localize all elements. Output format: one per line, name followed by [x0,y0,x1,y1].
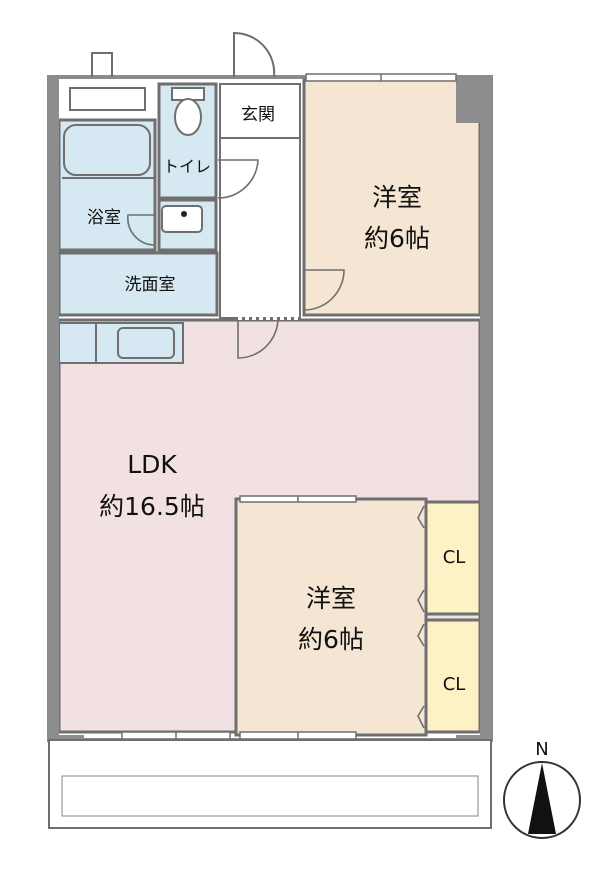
room1-door-swing [303,269,345,311]
western-room-1-floor [302,78,482,317]
toilet-label: トイレ [163,157,211,176]
washbasin [161,205,203,233]
toilet-door-swing [217,159,259,199]
compass-needle-icon [528,763,556,834]
ldk-door-swing [237,317,279,359]
window-bottom-ldk [121,731,231,740]
bathroom-label: 浴室 [87,208,121,228]
closet-1-door-top [417,505,425,529]
toilet-bowl [174,98,202,136]
western-room-1-name: 洋室 [372,183,422,212]
closet-2-door-top [417,623,425,647]
ldk-name: LDK [127,450,177,479]
bathtub [63,124,151,176]
hallway-floor [219,137,301,319]
window-bottom-room2 [239,731,357,740]
closet-2-label: CL [443,674,466,695]
service-shelf [69,87,146,111]
western-room-1-size: 約6帖 [364,224,430,253]
service-door [91,52,113,77]
kitchen-sink [117,327,175,359]
compass: N [503,739,581,839]
closet-1-door-bottom [417,589,425,613]
ldk-size: 約16.5帖 [99,492,205,521]
closet-1-label: CL [443,547,466,568]
closet-2-floor [424,618,482,734]
right-wall-column [480,84,491,735]
western-room-2-size: 約6帖 [298,625,364,654]
left-wall-column [49,84,59,735]
bath-door-swing [127,214,156,246]
compass-north-label: N [535,739,548,760]
window-top-room1 [305,73,457,82]
entrance-label: 玄関 [241,105,275,125]
western-room-2-floor [234,497,428,737]
window-room2-top [239,495,357,503]
closet-2-door-bottom [417,705,425,729]
western-room-2-name: 洋室 [306,584,356,613]
balcony-inner [61,775,479,817]
washroom-label: 洗面室 [125,275,176,295]
entrance-floor [219,83,301,139]
front-door-swing [233,31,276,78]
washbasin-drain [181,211,187,217]
